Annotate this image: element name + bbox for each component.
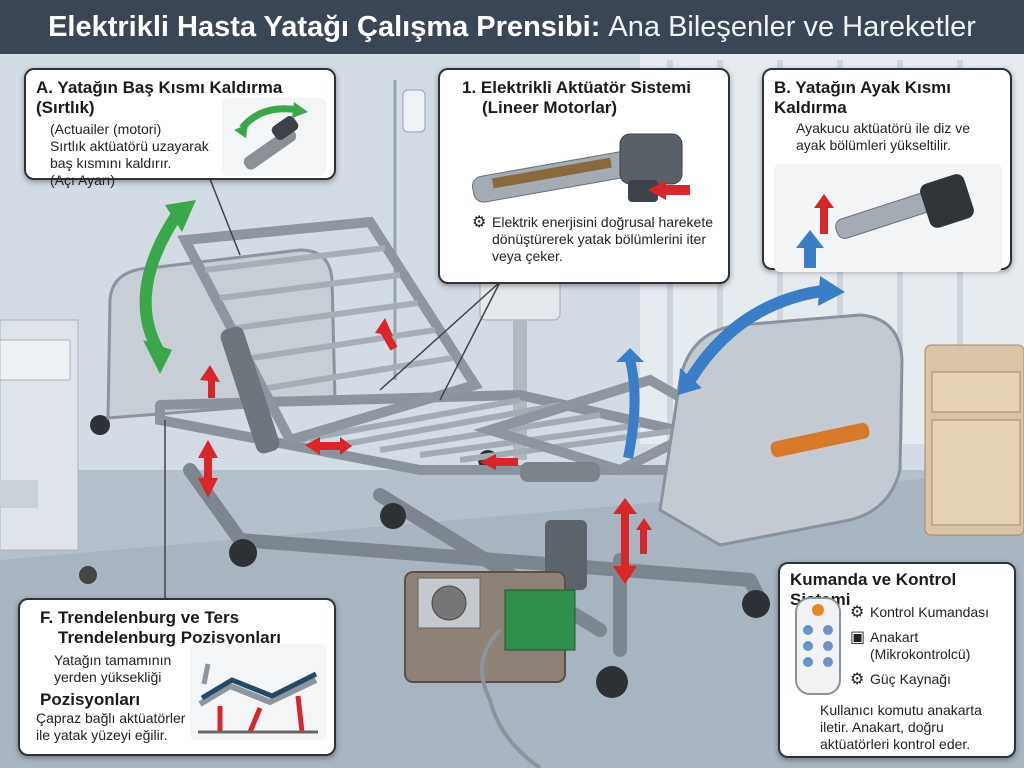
card-actuator-system: 1. Elektrikli Aktüatör Sistemi (Lineer M… [438,68,730,284]
card-trendelenburg-title2: Trendelenburg Pozisyonları [58,628,281,647]
foot-actuator-icon [774,164,1002,272]
control-line1: Kullanıcı komutu anakarta [820,702,982,718]
gears-icon: ⚙ [850,604,865,621]
card-trendelenburg-heading: Pozisyonları [40,690,141,709]
control-item-board-sub: (Mikrokontrolcü) [870,646,971,662]
card-head-raise-title: A. Yatağın Baş Kısmı Kaldırma (Sırtlık) [36,78,283,117]
card-foot-raise-line2: ayak bölümleri yükseltilir. [796,137,951,153]
card-actuator-line2: dönüştürerek yatak bölümlerini iter [492,231,706,247]
title-regular: Ana Bileşenler ve Hareketler [608,10,976,43]
tilted-bed-icon [190,644,326,740]
power-supply-icon: ⚙ [850,671,865,688]
card-control-system: Kumanda ve Kontrol Sistemi ⚙Kontrol Kuma… [778,562,1016,758]
card-foot-raise: B. Yatağın Ayak Kısmı Kaldırma Ayakucu a… [762,68,1012,272]
gears-icon: ⚙ [472,214,487,231]
card-actuator-title1: 1. Elektrikli Aktüatör Sistemi [462,78,691,97]
actuator-green-arrow-icon [222,98,326,176]
card-actuator-title2: (Lineer Motorlar) [482,98,618,117]
card-actuator-line3: veya çeker. [492,248,563,264]
control-line3: aktüatörleri kontrol eder. [820,736,971,752]
control-line2: iletir. Anakart, doğru [820,719,944,735]
linear-motor-icon [472,133,690,203]
title-bold: Elektrikli Hasta Yatağı Çalışma Prensibi… [48,10,601,43]
card-foot-raise-title: B. Yatağın Ayak Kısmı Kaldırma [774,78,951,117]
control-item-power: ⚙Güç Kaynağı [850,671,951,688]
card-trendelenburg: F. Trendelenburg ve Ters Trendelenburg P… [18,598,336,756]
card-head-raise-line2: baş kısmını kaldırır. [50,155,172,171]
card-trendelenburg-line4: ile yatak yüzeyi eğilir. [36,727,168,743]
card-actuator-line1: ⚙Elektrik enerjisini doğrusal harekete [472,214,713,231]
control-item-remote: ⚙Kontrol Kumandası [850,604,990,621]
microcontroller-icon: ▣ [850,629,866,646]
card-head-raise-sub: (Actuailer (motori) [50,121,162,137]
card-foot-raise-line1: Ayakucu aktüatörü ile diz ve [796,120,971,136]
card-trendelenburg-line1: Yatağın tamamının [54,652,172,668]
card-head-raise-line1: Sırtlık aktüatörü uzayarak [50,138,209,154]
page-title: Elektrikli Hasta Yatağı Çalışma Prensibi… [0,0,1024,54]
card-trendelenburg-title1: F. Trendelenburg ve Ters [40,608,240,627]
control-item-board: ▣Anakart [850,629,919,646]
card-head-raise: A. Yatağın Baş Kısmı Kaldırma (Sırtlık) … [24,68,336,188]
card-head-raise-line3: (Açı Ayarı) [50,172,116,188]
remote-control-icon [795,597,841,695]
card-trendelenburg-line3: Çapraz bağlı aktüatörler [36,710,186,726]
card-trendelenburg-line2: yerden yüksekliği [54,669,162,685]
